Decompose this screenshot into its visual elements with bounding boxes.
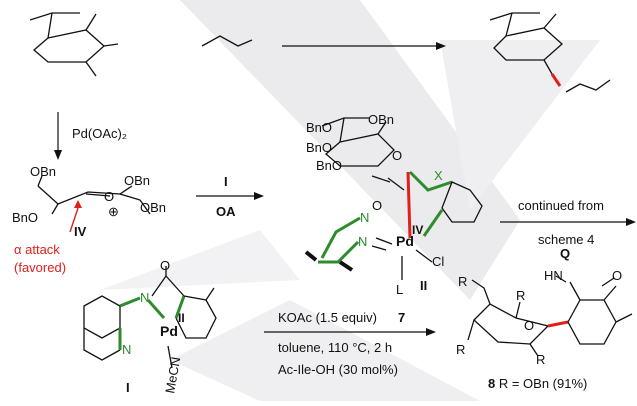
alpha-attack-label: α attack	[14, 242, 60, 257]
continued-from-text: continued from	[518, 198, 604, 213]
product-8-ring-o: O	[524, 318, 534, 333]
product-8-label: 8 R = OBn (91%)	[488, 376, 587, 391]
product-8-r-upper: R	[516, 288, 525, 303]
product-8: Q HN O R R R O R 8 R = OBn (91%)	[456, 246, 633, 391]
product-8-r-top: R	[458, 274, 467, 289]
final-conditions-2: toluene, 110 °C, 2 h	[278, 340, 392, 355]
product-8-r-left: R	[456, 342, 465, 357]
continued-arrow: continued from scheme 4	[500, 198, 636, 247]
iv-group-obn-1: OBn	[30, 164, 56, 179]
alpha-attack-favored: (favored)	[14, 260, 66, 275]
product-8-r-right: R	[536, 352, 545, 367]
alcohol-reactant	[201, 35, 253, 47]
catalyst-i: N N O Pd II MeCN I	[83, 258, 217, 395]
complex-group-bno-3: BnO	[316, 158, 342, 173]
iv-plus-charge: ⊕	[108, 204, 119, 219]
complex-group-bno-top: BnO	[306, 120, 332, 135]
product-8-q: Q	[560, 246, 570, 261]
intermediate-iv: OBn OBn OBn BnO O ⊕ IV α attack (favored…	[12, 164, 166, 275]
complex-l: L	[396, 282, 403, 297]
catalyst-carbonyl-o: O	[160, 258, 170, 273]
final-step-arrow: KOAc (1.5 equiv) toluene, 110 °C, 2 h Ac…	[264, 310, 436, 377]
scheme-4-text: scheme 4	[538, 232, 594, 247]
complex-ii-label: II	[420, 278, 427, 293]
iv-oxocarbenium-o: O	[104, 189, 114, 204]
catalyst-n-quinoline: N	[122, 342, 131, 357]
complex-cl: Cl	[432, 254, 444, 269]
complex-group-obn: OBn	[368, 112, 394, 127]
oa-arrow: I OA	[196, 174, 264, 219]
reactant-7	[29, 12, 119, 77]
catalyst-i-label: I	[126, 380, 130, 395]
product-8-number: 8	[488, 376, 495, 391]
final-conditions-3: Ac-Ile-OH (30 mol%)	[278, 362, 398, 377]
down-arrow: Pd(OAc)₂	[54, 112, 127, 160]
top-reaction-arrow	[282, 42, 446, 50]
iv-group-bno: BnO	[12, 210, 38, 225]
product-8-hn: HN	[544, 268, 563, 283]
complex-carbonyl-o: O	[372, 198, 382, 213]
down-arrow-label: Pd(OAc)₂	[72, 126, 127, 141]
complex-ring-o: O	[392, 148, 402, 163]
complex-n-2: N	[358, 234, 367, 249]
background-watermark	[100, 0, 600, 401]
final-conditions-1: KOAc (1.5 equiv)	[278, 310, 377, 325]
oa-arrow-below: OA	[216, 204, 236, 219]
complex-x: X	[434, 168, 443, 183]
iv-group-obn-3: OBn	[140, 200, 166, 215]
catalyst-pd: Pd	[160, 323, 178, 339]
catalyst-pd-oxidation: II	[178, 311, 185, 325]
oa-arrow-above: I	[224, 174, 228, 189]
complex-pd: Pd	[396, 233, 414, 249]
complex-7-label: 7	[398, 310, 405, 325]
complex-pd-oxidation: IV	[412, 223, 423, 237]
product-8-carbonyl-o: O	[612, 268, 622, 283]
catalyst-n-amide: N	[140, 290, 149, 305]
complex-7: BnO OBn BnO BnO O X O N N Pd IV Cl L II …	[304, 112, 483, 325]
iv-label: IV	[74, 224, 87, 239]
complex-n-1: N	[360, 210, 369, 225]
iv-group-obn-2: OBn	[124, 173, 150, 188]
top-product	[489, 12, 611, 93]
complex-group-bno-2: BnO	[306, 140, 332, 155]
catalyst-mecn: MeCN	[162, 356, 183, 395]
product-8-description: R = OBn (91%)	[495, 376, 587, 391]
